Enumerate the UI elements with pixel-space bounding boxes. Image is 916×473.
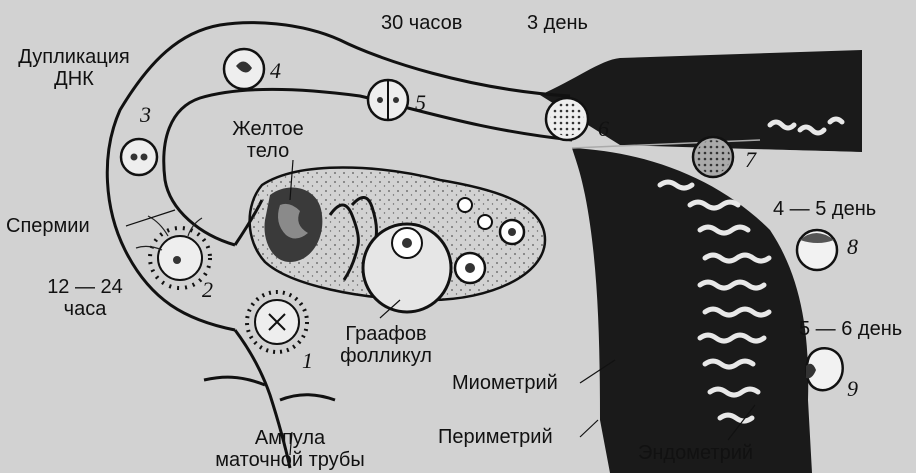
stage-cells bbox=[119, 47, 844, 392]
endometrium-texture bbox=[657, 116, 845, 424]
label-sperm: Спермии bbox=[6, 215, 90, 237]
label-30-hours: 30 часов bbox=[381, 12, 463, 34]
stage-number-2: 2 bbox=[202, 277, 213, 302]
stage-1-cell bbox=[245, 290, 309, 354]
ovary bbox=[248, 166, 547, 314]
label-graafian-follicle: Граафов фолликул bbox=[340, 323, 432, 367]
stage-4-cell bbox=[222, 47, 266, 91]
stage-number-7: 7 bbox=[745, 147, 756, 172]
stage-number-8: 8 bbox=[847, 234, 858, 259]
stage-2-cell bbox=[135, 215, 212, 290]
uterus-wall bbox=[540, 50, 862, 473]
label-day-3: 3 день bbox=[527, 12, 588, 34]
stage-9-implantation bbox=[805, 347, 844, 392]
label-myometrium: Миометрий bbox=[452, 372, 558, 394]
stage-5-cell bbox=[366, 78, 410, 122]
label-dna-duplication: Дупликация ДНК bbox=[18, 46, 130, 90]
stage-7-morula bbox=[691, 135, 735, 179]
label-corpus-luteum: Желтое тело bbox=[232, 118, 304, 162]
stage-3-cell bbox=[119, 137, 159, 177]
label-ampulla: Ампула маточной трубы bbox=[215, 427, 365, 471]
stage-number-5: 5 bbox=[415, 90, 426, 115]
label-12-24-hours: 12 — 24 часа bbox=[47, 276, 123, 320]
leader-lines bbox=[125, 159, 756, 456]
stage-8-blastocyst bbox=[795, 228, 839, 272]
stage-number-6: 6 bbox=[598, 116, 609, 141]
stage-6-morula bbox=[544, 96, 590, 142]
stage-number-9: 9 bbox=[847, 376, 858, 401]
stage-number-1: 1 bbox=[302, 348, 313, 373]
stage-number-3: 3 bbox=[140, 102, 151, 127]
label-endometrium: Эндометрий bbox=[638, 442, 754, 464]
label-perimetrium: Периметрий bbox=[438, 426, 553, 448]
stage-number-4: 4 bbox=[270, 58, 281, 83]
label-day-4-5: 4 — 5 день bbox=[773, 198, 877, 220]
label-day-5-6: 5 — 6 день bbox=[799, 318, 903, 340]
